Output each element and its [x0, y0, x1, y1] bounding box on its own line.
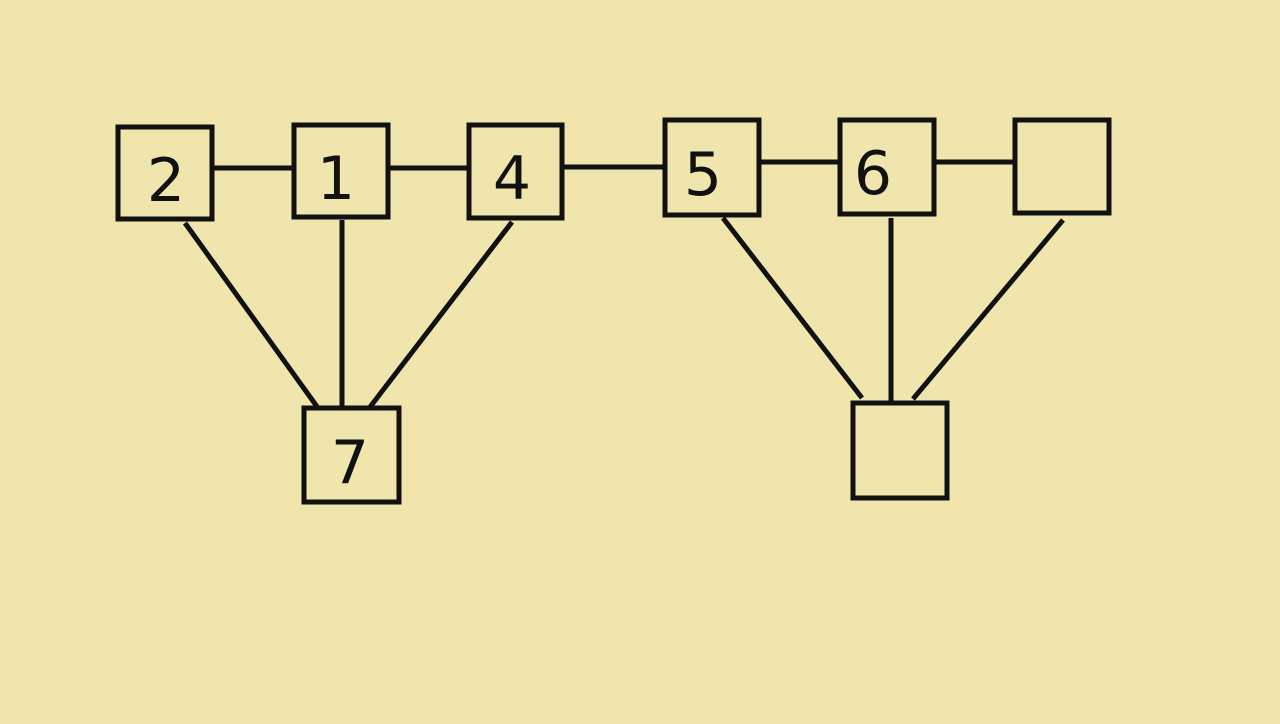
- blank-node-bottom-right: [850, 400, 950, 501]
- node-box: [115, 124, 215, 222]
- blank-node-top-right: [1012, 117, 1112, 216]
- edge-2-7: [182, 221, 321, 410]
- node-box: [1012, 117, 1112, 216]
- edges: [182, 159, 1065, 410]
- node-box: [850, 400, 950, 501]
- edge-blank-top-right-blank-bottom-right: [911, 218, 1065, 401]
- node-box: [662, 117, 762, 218]
- node-label: 4: [493, 144, 531, 214]
- node-box: [466, 122, 565, 221]
- node-1: 1: [291, 122, 391, 220]
- node-box: [301, 405, 402, 505]
- node-label: 1: [317, 144, 355, 214]
- edge-5-blank-bottom-right: [721, 216, 864, 400]
- node-box: [291, 122, 391, 220]
- node-2: 2: [115, 124, 215, 222]
- node-5: 5: [662, 117, 762, 218]
- node-label: 6: [854, 139, 892, 209]
- node-label: 5: [684, 140, 722, 210]
- node-label: 7: [331, 428, 369, 498]
- node-label: 2: [147, 146, 185, 216]
- node-4: 4: [466, 122, 565, 221]
- edge-4-7: [368, 220, 514, 409]
- node-6: 6: [837, 117, 937, 217]
- node-7: 7: [301, 405, 402, 505]
- node-box: [837, 117, 937, 217]
